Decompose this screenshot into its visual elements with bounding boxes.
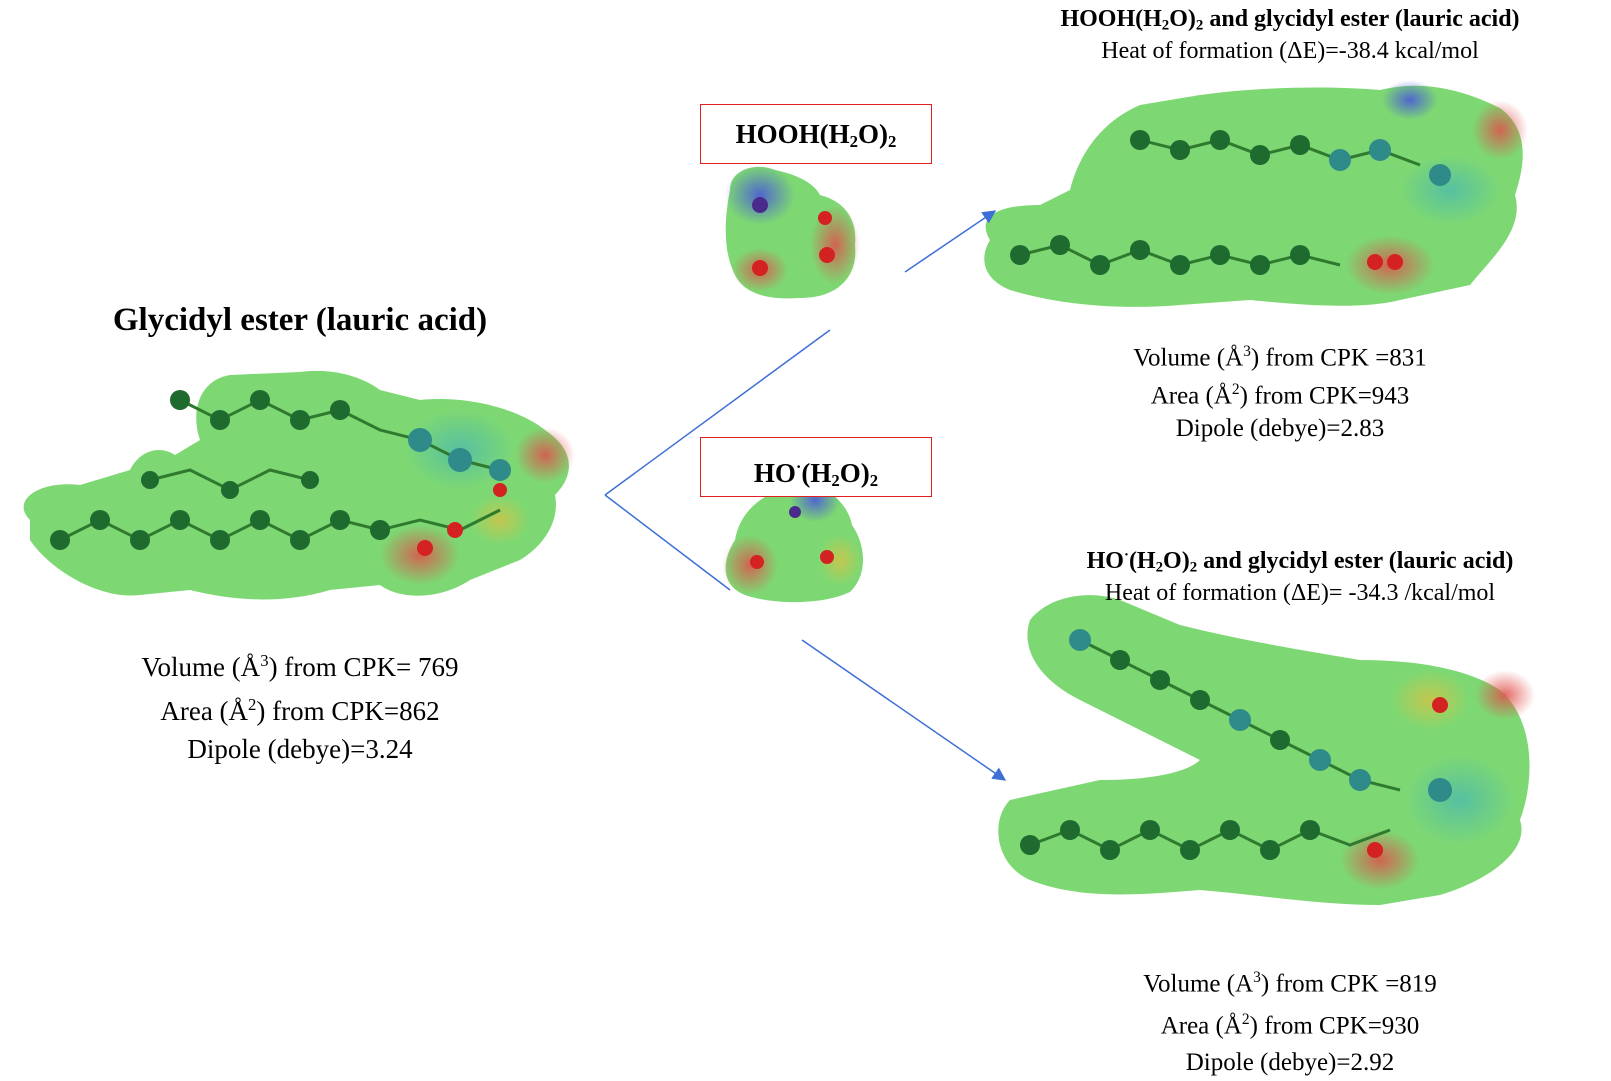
ho-product-surface xyxy=(998,595,1535,905)
ho-product-title: HO·(H2O)2 and glycidyl ester (lauric aci… xyxy=(1086,547,1514,576)
reagent-box-hooh-water: HOOH(H2O)2 xyxy=(700,104,932,164)
left-dipole: Dipole (debye)=3.24 xyxy=(187,734,413,765)
ho-product-heat: Heat of formation (ΔE)= -34.3 /kcal/mol xyxy=(1104,580,1496,606)
hooh-product-area: Area (Å2) from CPK=943 xyxy=(1150,381,1410,410)
hooh-product-volume: Volume (Å3) from CPK =831 xyxy=(1133,343,1427,372)
arrow-to-hooh-product xyxy=(904,210,997,273)
left-area: Area (Å2) from CPK=862 xyxy=(160,695,440,727)
left-molecule-properties: Volume (Å3) from CPK= 769 Area (Å2) from… xyxy=(60,642,540,768)
hooh-water-surface xyxy=(725,165,860,299)
hooh-product-dipole: Dipole (debye)=2.83 xyxy=(1175,414,1385,442)
left-molecule-surface xyxy=(23,370,575,600)
reaction-connectors xyxy=(604,329,831,591)
hooh-product-properties: Volume (Å3) from CPK =831 Area (Å2) from… xyxy=(1000,336,1560,445)
left-molecule-atoms xyxy=(50,390,511,556)
hooh-product-title: HOOH(H2O)2 and glycidyl ester (lauric ac… xyxy=(1060,6,1520,34)
reagent-box-ho-radical-water: HO·(H2O)2 xyxy=(700,437,932,497)
ho-product-area: Area (Å2) from CPK=930 xyxy=(1160,1011,1420,1040)
hooh-product-heat: Heat of formation (ΔE)=-38.4 kcal/mol xyxy=(1101,38,1479,64)
ho-product-volume: Volume (A3) from CPK =819 xyxy=(1143,969,1437,998)
arrow-to-ho-product xyxy=(801,639,1007,781)
left-molecule-title: Glycidyl ester (lauric acid) xyxy=(112,302,488,338)
hooh-product-surface xyxy=(984,80,1528,307)
left-volume: Volume (Å3) from CPK= 769 xyxy=(141,651,459,683)
